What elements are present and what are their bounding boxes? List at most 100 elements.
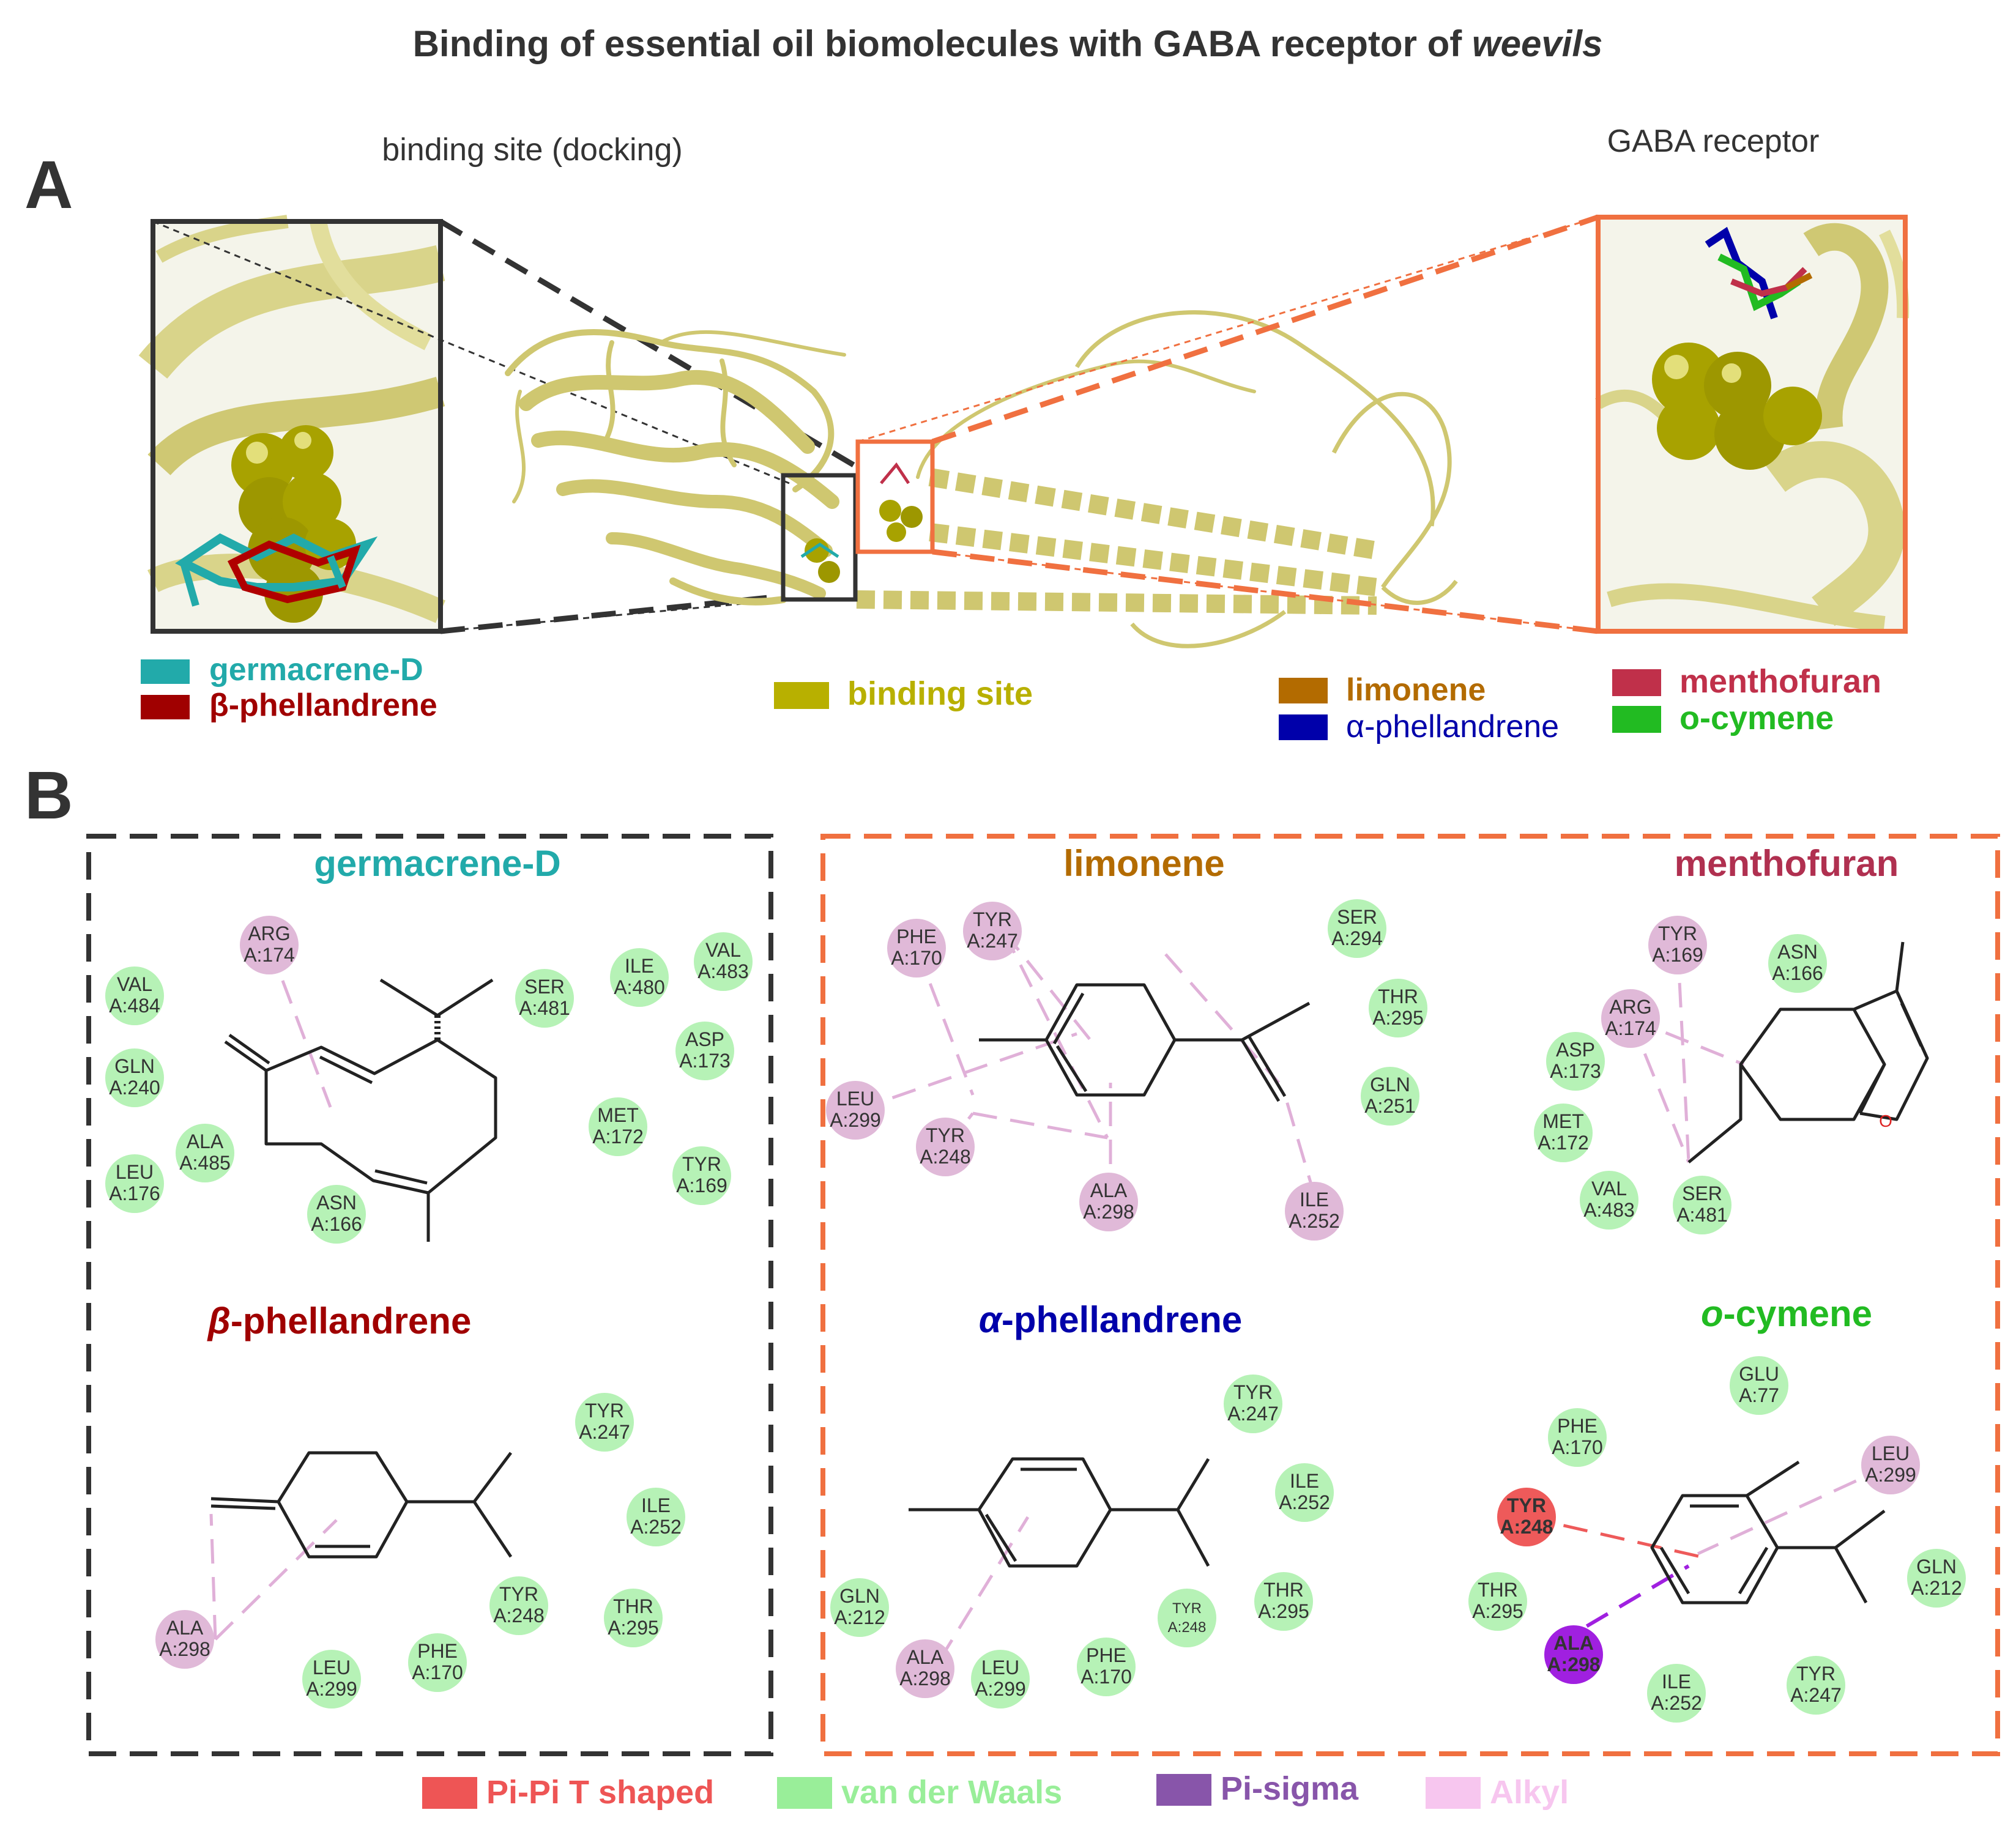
legend-aphell: α-phellandrene [1346, 709, 1559, 744]
svg-text:PHE: PHE [1557, 1415, 1598, 1437]
struct-limonene [1044, 983, 1177, 1097]
mol-title-limonene: limonene [1063, 843, 1224, 884]
struct-menthofuran [1739, 1007, 1886, 1121]
legend-swatch-bphell [141, 695, 190, 719]
svg-text:A:298: A:298 [1083, 1201, 1134, 1223]
svg-text:ARG: ARG [248, 922, 290, 944]
svg-text:A:173: A:173 [1550, 1060, 1601, 1082]
svg-text:A:484: A:484 [109, 995, 160, 1017]
svg-text:TYR: TYR [1796, 1663, 1836, 1685]
legend-swatch-pipi [422, 1777, 477, 1809]
svg-text:LEU: LEU [1872, 1442, 1910, 1464]
left-caption: binding site (docking) [382, 132, 682, 168]
svg-text:A:295: A:295 [608, 1617, 659, 1639]
svg-text:MET: MET [1542, 1110, 1584, 1132]
svg-text:A:248: A:248 [1500, 1516, 1553, 1538]
mol-title-menthofuran: menthofuran [1675, 843, 1899, 884]
svg-text:A:212: A:212 [1911, 1577, 1962, 1599]
legend-swatch-ocymene [1612, 706, 1661, 733]
svg-text:ILE: ILE [1662, 1671, 1691, 1693]
struct-bphell [277, 1451, 409, 1559]
svg-text:ASN: ASN [316, 1192, 357, 1214]
svg-text:ILE: ILE [1300, 1189, 1329, 1211]
svg-text:ASP: ASP [1556, 1039, 1595, 1061]
svg-text:LEU: LEU [981, 1656, 1019, 1679]
svg-text:A:169: A:169 [676, 1174, 727, 1196]
right-caption: GABA receptor [1607, 124, 1820, 159]
svg-text:A:247: A:247 [579, 1421, 630, 1443]
svg-text:THR: THR [1478, 1579, 1518, 1601]
svg-text:TYR: TYR [1507, 1494, 1546, 1516]
svg-text:A:212: A:212 [834, 1606, 885, 1628]
svg-text:LEU: LEU [313, 1656, 351, 1679]
svg-text:A:170: A:170 [891, 947, 942, 969]
svg-text:A:294: A:294 [1331, 927, 1383, 949]
legend-swatch-menthofuran [1612, 669, 1661, 696]
svg-text:A:169: A:169 [1652, 944, 1703, 966]
struct-germacrene [264, 1038, 497, 1195]
svg-text:A:251: A:251 [1364, 1095, 1416, 1117]
panel-b-label: B [24, 758, 73, 833]
svg-text:ILE: ILE [1290, 1470, 1319, 1492]
svg-text:A:298: A:298 [1547, 1653, 1600, 1675]
svg-text:ALA: ALA [187, 1130, 224, 1152]
figure-title: Binding of essential oil biomolecules wi… [413, 23, 1603, 64]
svg-text:TYR: TYR [585, 1400, 624, 1422]
svg-text:A:252: A:252 [1279, 1491, 1330, 1513]
svg-text:A:481: A:481 [1676, 1204, 1728, 1226]
legend-swatch-aphell [1279, 714, 1328, 740]
svg-text:TYR: TYR [926, 1124, 965, 1146]
legend-pipi: Pi-Pi T shaped [486, 1774, 714, 1811]
svg-text:ALA: ALA [1553, 1632, 1594, 1654]
svg-text:A:483: A:483 [1583, 1199, 1635, 1221]
svg-text:A:176: A:176 [109, 1182, 160, 1204]
chem-structures [210, 941, 1929, 1605]
svg-text:GLN: GLN [114, 1055, 155, 1077]
svg-text:A:481: A:481 [519, 997, 570, 1019]
svg-text:SER: SER [1337, 906, 1377, 928]
frame-left [86, 834, 773, 1756]
svg-text:A:247: A:247 [1790, 1684, 1842, 1706]
svg-text:A:248: A:248 [920, 1146, 971, 1168]
svg-text:THR: THR [1378, 985, 1418, 1007]
svg-text:A:485: A:485 [179, 1152, 231, 1174]
mol-title-ocymene: o-cymene [1701, 1293, 1872, 1334]
mol-title-bphell: β-phellandrene [207, 1300, 472, 1341]
frame-right [820, 834, 2000, 1756]
svg-text:GLN: GLN [839, 1585, 880, 1607]
svg-text:TYR: TYR [1172, 1600, 1202, 1617]
